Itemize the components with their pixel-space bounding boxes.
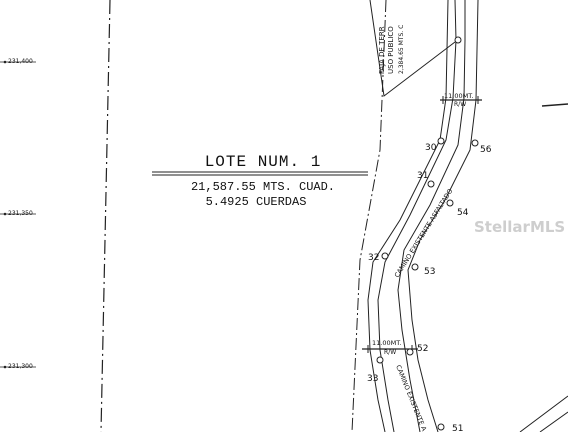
left-boundary-line: [100, 0, 111, 432]
point-label-30: 30: [425, 143, 437, 153]
faja-label-line3: 2,384.65 MTS. C: [398, 25, 405, 74]
lot-area-cuerdas: 5.4925 CUERDAS: [206, 195, 307, 209]
survey-point-52: [406, 348, 414, 356]
row-width-top-sub: R/W: [454, 101, 466, 108]
point-label-33: 33: [367, 374, 378, 384]
survey-point-51: [437, 423, 445, 431]
point-label-56: 56: [480, 145, 492, 155]
grid-label-231350: 231,350: [8, 210, 33, 217]
faja-label-line2: USO PUBLICO: [387, 26, 395, 74]
survey-point-top: [454, 36, 462, 44]
point-label-54: 54: [457, 208, 469, 218]
road-pavement-right: [397, 0, 466, 432]
faja-wedge: [369, 0, 456, 97]
point-label-32: 32: [368, 253, 379, 263]
row-width-top: 11.00MT.: [444, 92, 473, 100]
right-lot-boundary: [351, 0, 387, 432]
survey-point-30: [437, 137, 445, 145]
point-label-52: 52: [417, 344, 428, 354]
road-row-left-edge: [367, 0, 449, 432]
point-label-31: 31: [417, 171, 428, 181]
row-width-bottom-sub: R/W: [384, 349, 396, 356]
survey-point-56: [471, 139, 479, 147]
point-label-51: 51: [452, 424, 463, 432]
right-edge-feature-bottom-2: [539, 411, 568, 432]
lot-area-square-meters: 21,587.55 MTS. CUAD.: [191, 180, 335, 194]
survey-point-54: [446, 199, 454, 207]
road-row-right-edge: [407, 0, 479, 432]
grid-label-231400: 231,400: [8, 58, 33, 65]
right-edge-feature-top: [541, 103, 568, 107]
faja-label-line1: FAJA DE TERR: [378, 26, 386, 74]
survey-point-31: [427, 180, 435, 188]
road-label-lower: CAMINO EXISTENTE A: [394, 364, 428, 432]
right-edge-feature-bottom: [519, 395, 568, 432]
point-label-53: 53: [424, 267, 435, 277]
road-pavement-left: [377, 0, 457, 432]
lot-title: LOTE NUM. 1: [205, 153, 322, 171]
survey-point-33: [376, 356, 384, 364]
road-label-upper: CAMINO EXISTENTE ASFALTADO: [393, 187, 454, 279]
grid-ticks: [0, 60, 36, 369]
grid-label-231300: 231,300: [8, 363, 33, 370]
watermark-text: StellarMLS: [474, 218, 565, 236]
survey-point-32: [381, 252, 389, 260]
survey-point-53: [411, 263, 419, 271]
survey-points: [376, 36, 479, 431]
row-width-bottom: 11.00MT.: [372, 339, 401, 347]
